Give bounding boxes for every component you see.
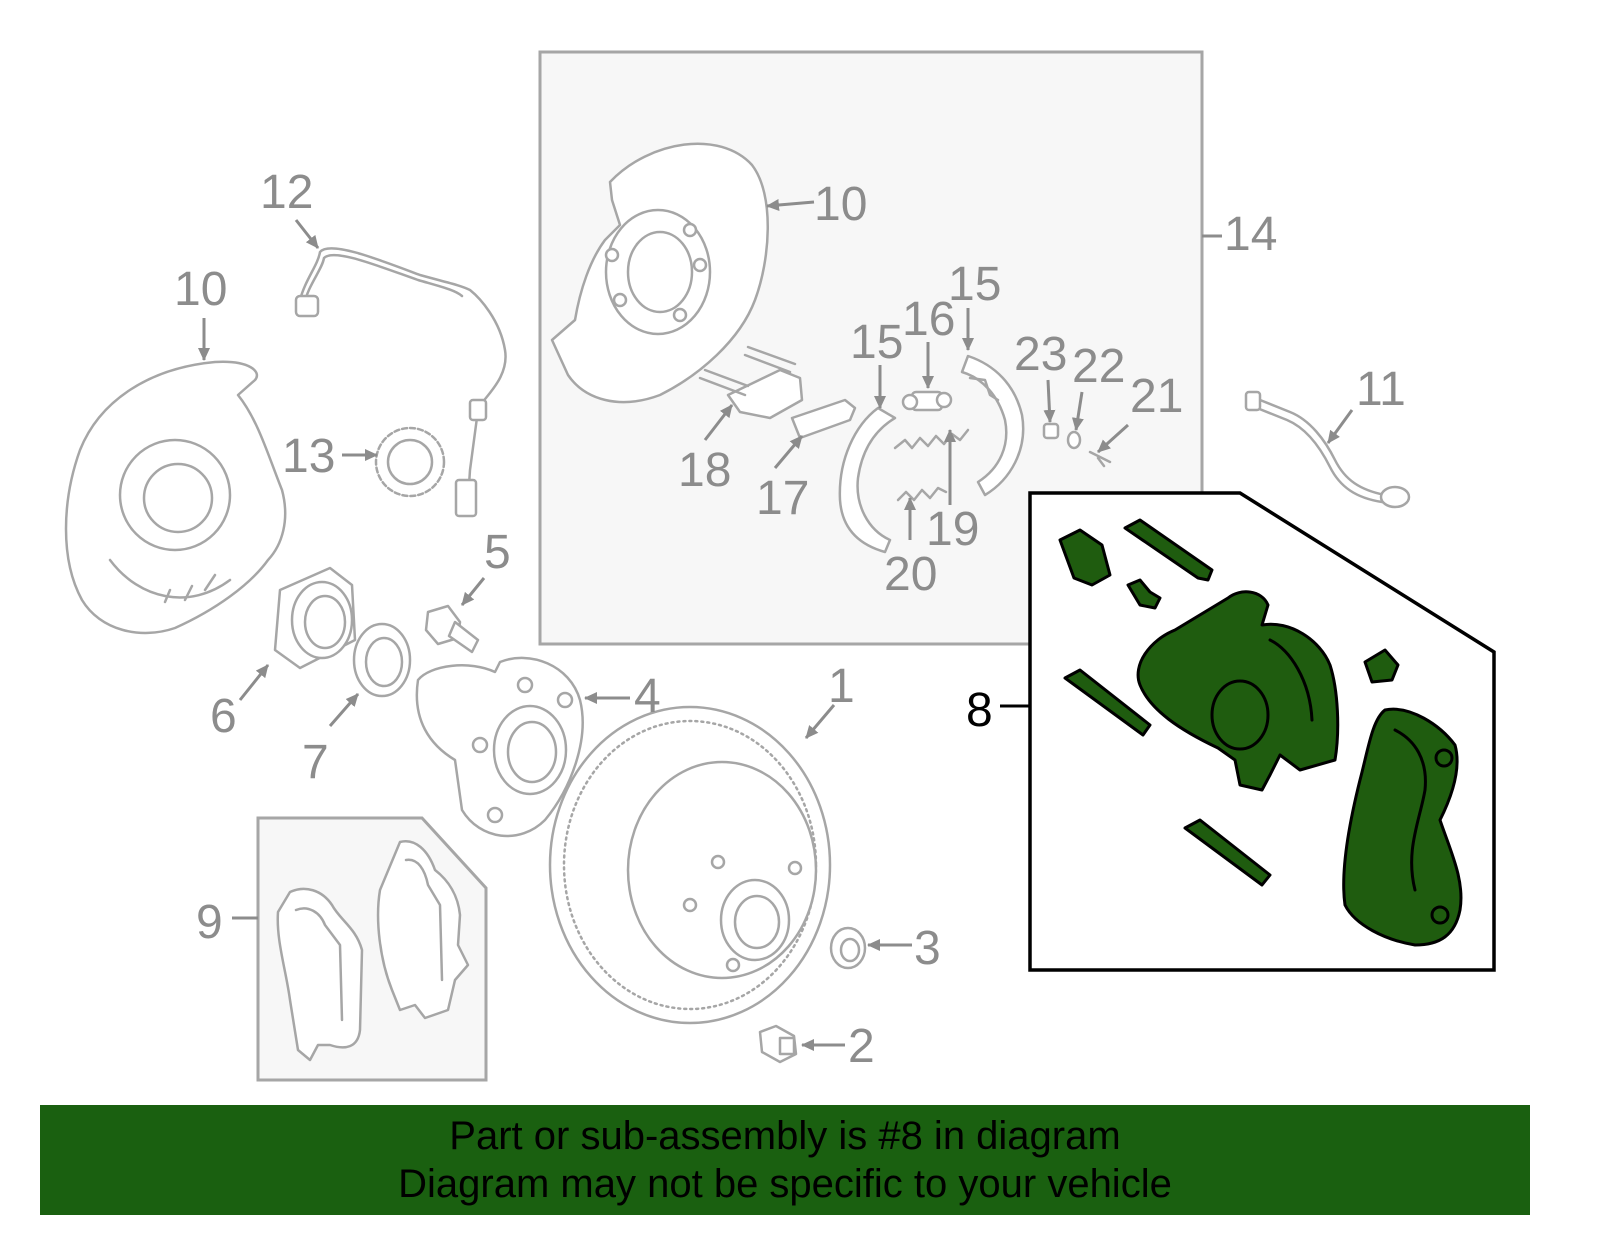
- seal-part: [352, 622, 412, 698]
- brake-pads-part: [276, 839, 470, 1062]
- info-banner: Part or sub-assembly is #8 in diagram Di…: [40, 1105, 1530, 1215]
- dust-shield-left-part: [64, 360, 287, 635]
- brake-rotor-part: [548, 705, 832, 1025]
- callout-14: 14: [1224, 208, 1277, 261]
- hub-nut-part: [758, 1024, 798, 1064]
- callout-20: 20: [884, 548, 937, 601]
- callout-17: 17: [756, 472, 809, 525]
- banner-line-disclaimer: Diagram may not be specific to your vehi…: [398, 1162, 1172, 1206]
- dust-shield-inner-part: [550, 142, 769, 404]
- callout-21: 21: [1130, 370, 1183, 423]
- hub-bearing-part: [273, 566, 357, 670]
- callout-19: 19: [926, 503, 979, 556]
- callout-9: 9: [196, 896, 223, 949]
- callout-22: 22: [1072, 340, 1125, 393]
- caliper-assembly-part: [1058, 518, 1463, 947]
- abs-sensor-part: [294, 247, 507, 518]
- tone-ring-part: [374, 426, 446, 498]
- banner-line-part-number: Part or sub-assembly is #8 in diagram: [449, 1114, 1121, 1158]
- anchor-bracket-part: [698, 345, 804, 420]
- callout-1: 1: [828, 660, 855, 713]
- brake-hose-part: [1244, 390, 1411, 509]
- callout-13: 13: [282, 430, 335, 483]
- washer-part: [829, 926, 867, 970]
- knuckle-hub-part: [415, 656, 584, 838]
- callout-15-right: 15: [948, 258, 1001, 311]
- callout-23: 23: [1014, 328, 1067, 381]
- callout-7: 7: [302, 736, 329, 789]
- callout-16: 16: [902, 293, 955, 346]
- callout-3: 3: [914, 922, 941, 975]
- callout-15-left: 15: [850, 316, 903, 369]
- callout-10-inner: 10: [814, 178, 867, 231]
- wheel-cylinder-part: [901, 390, 953, 412]
- callout-4: 4: [634, 670, 661, 723]
- brake-shoes-part: [838, 354, 1025, 554]
- callout-5: 5: [484, 526, 511, 579]
- return-springs-part: [893, 428, 970, 502]
- callout-10-left: 10: [174, 263, 227, 316]
- callout-6: 6: [210, 690, 237, 743]
- adjuster-part: [790, 398, 857, 440]
- hub-bolt-part: [424, 604, 480, 654]
- callout-8: 8: [966, 684, 993, 737]
- hold-down-parts: [1042, 422, 1112, 468]
- callout-11: 11: [1356, 363, 1406, 416]
- callout-12: 12: [260, 166, 313, 219]
- callout-18: 18: [678, 444, 731, 497]
- callout-2: 2: [848, 1020, 875, 1073]
